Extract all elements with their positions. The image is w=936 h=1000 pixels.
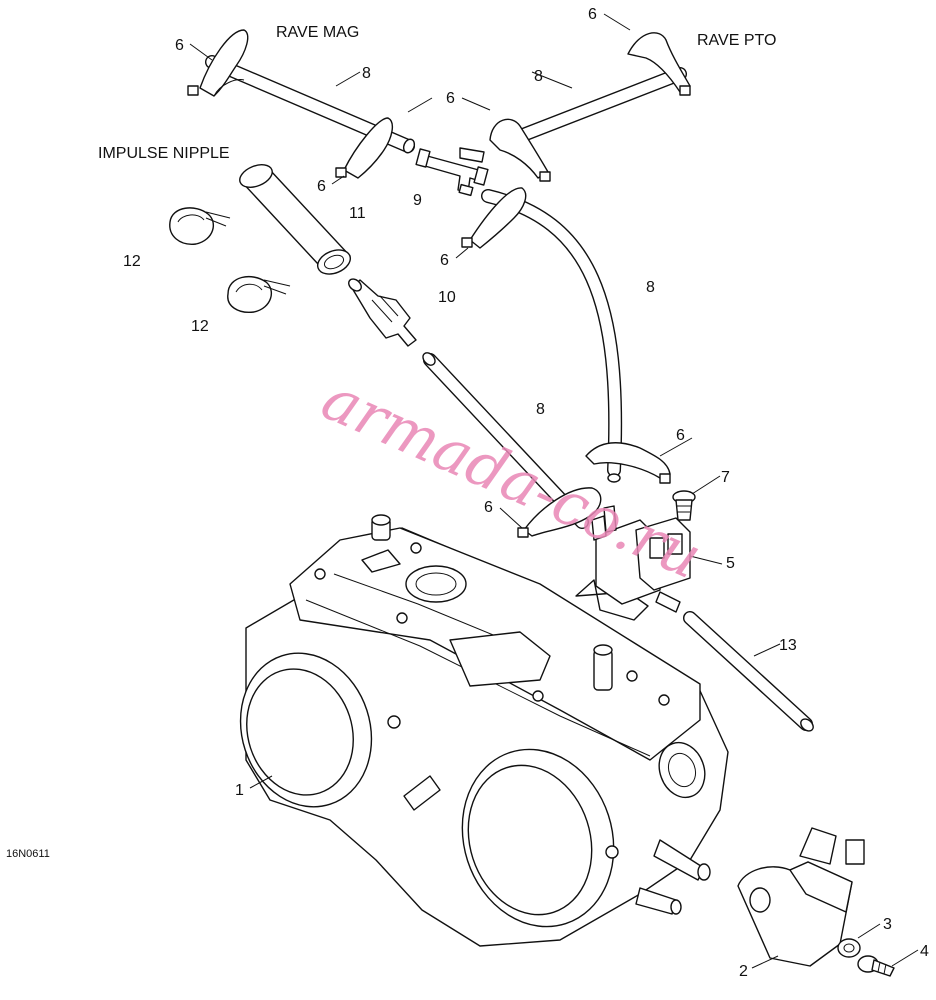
screw-7[interactable]	[672, 490, 696, 521]
callout-6: 6	[317, 178, 326, 195]
callout-6: 6	[175, 37, 184, 54]
impulse-hose[interactable]	[421, 350, 589, 529]
rave-pto-hose[interactable]	[498, 67, 687, 149]
throttle-body[interactable]	[221, 514, 729, 947]
hose-clamp-tee-mag[interactable]	[335, 117, 394, 179]
drawing-code: 16N0611	[6, 848, 50, 860]
hose-clamp-rave-mag[interactable]	[187, 29, 249, 97]
throttle-position-sensor[interactable]	[737, 827, 865, 967]
callout-10: 10	[438, 289, 456, 306]
screw-4[interactable]	[857, 955, 895, 977]
callout-8: 8	[362, 65, 371, 82]
callout-1: 1	[235, 782, 244, 799]
callout-8: 8	[646, 279, 655, 296]
callout-11: 11	[349, 205, 366, 222]
leader-lines	[189, 13, 919, 969]
hose-clamp-rave-pto[interactable]	[627, 32, 691, 96]
section-label-impulse-nipple: IMPULSE NIPPLE	[98, 145, 230, 162]
callout-4: 4	[920, 943, 929, 960]
spring-clamp-upper[interactable]	[169, 207, 231, 245]
callout-6: 6	[446, 90, 455, 107]
hose-clamp-solenoid-top[interactable]	[585, 442, 671, 484]
hose-clamp-impulse[interactable]	[517, 487, 602, 538]
tee-fitting[interactable]	[415, 147, 489, 197]
callout-9: 9	[413, 192, 422, 209]
section-label-rave-pto: RAVE PTO	[697, 32, 776, 49]
section-label-rave-mag: RAVE MAG	[276, 24, 359, 41]
vent-hose[interactable]	[683, 611, 816, 733]
rave-solenoid[interactable]	[575, 505, 691, 621]
callout-8: 8	[536, 401, 545, 418]
callout-12: 12	[123, 253, 141, 270]
callout-12: 12	[191, 318, 209, 335]
washer[interactable]	[837, 938, 861, 958]
spring-clamp-lower[interactable]	[227, 275, 291, 313]
callout-6: 6	[588, 6, 597, 23]
solenoid-supply-hose[interactable]	[481, 189, 623, 483]
impulse-nipple[interactable]	[346, 277, 417, 347]
callout-13: 13	[779, 637, 797, 654]
impulse-nipple-hose[interactable]	[236, 160, 353, 278]
callout-8: 8	[534, 68, 543, 85]
callout-2: 2	[739, 963, 748, 980]
hose-clamp-supply[interactable]	[461, 187, 527, 249]
callout-3: 3	[883, 916, 892, 933]
hose-clamp-tee-pto[interactable]	[489, 118, 551, 182]
callout-6: 6	[484, 499, 493, 516]
callout-6: 6	[440, 252, 449, 269]
callout-7: 7	[721, 469, 730, 486]
callout-6: 6	[676, 427, 685, 444]
callout-5: 5	[726, 555, 735, 572]
